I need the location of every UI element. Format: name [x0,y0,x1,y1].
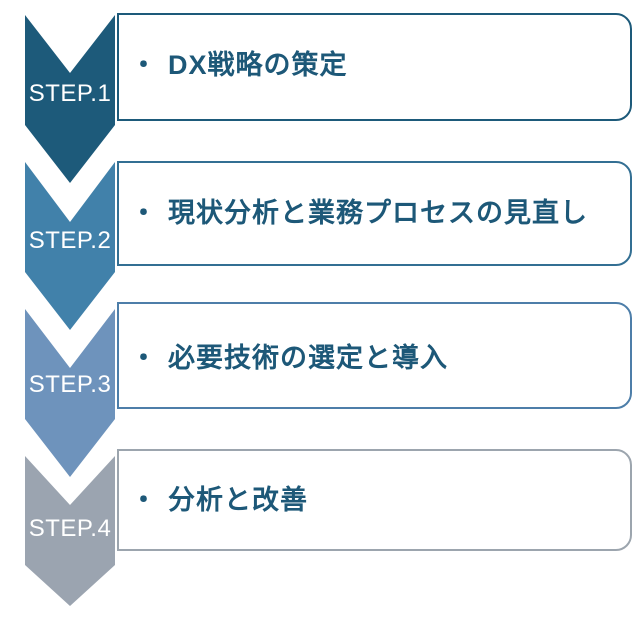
step3-chevron-down-icon [25,309,115,477]
bullet-icon: ・ [130,343,158,373]
step2-box [117,161,632,266]
step4-description-row: ・ 分析と改善 [130,484,620,516]
step3-description-row: ・ 必要技術の選定と導入 [130,342,620,374]
step2-chevron-down-icon [25,162,115,330]
step4-description: 分析と改善 [168,485,308,515]
step1-box [117,13,632,121]
step3-number-label: STEP.3 [28,371,112,398]
step1-number-label: STEP.1 [28,80,112,107]
bullet-icon: ・ [130,50,158,80]
step1-chevron-down-icon [25,15,115,183]
step1-description: DX戦略の策定 [168,50,348,80]
step3-description: 必要技術の選定と導入 [168,343,448,373]
step2-description-row: ・ 現状分析と業務プロセスの見直し [130,197,620,229]
bullet-icon: ・ [130,485,158,515]
step4-box [117,449,632,551]
step4-chevron-down-icon [25,456,115,606]
step4-number-label: STEP.4 [28,515,112,542]
step1-description-row: ・ DX戦略の策定 [130,49,620,81]
step2-number-label: STEP.2 [28,227,112,254]
bullet-icon: ・ [130,198,158,228]
step3-box [117,302,632,409]
step2-description: 現状分析と業務プロセスの見直し [168,198,588,228]
